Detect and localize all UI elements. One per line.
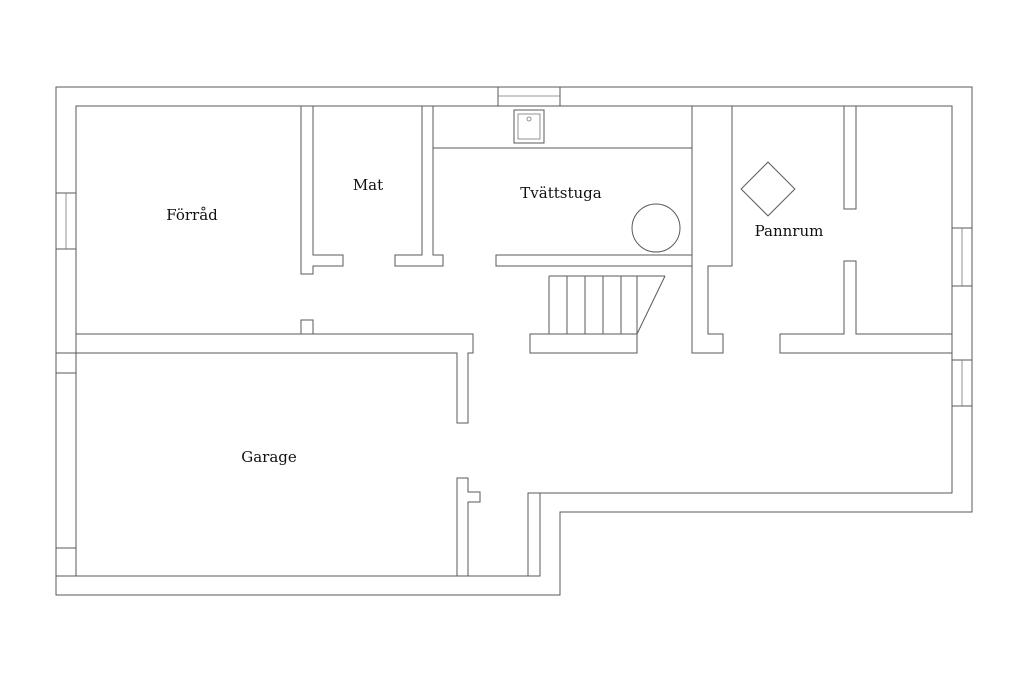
room-label-garage: Garage — [241, 448, 297, 466]
wall-pannrum-right-top — [843, 105, 857, 210]
wall-garage-right-lower — [456, 477, 481, 577]
boiler-icon — [740, 161, 796, 217]
room-label-tvattstuga: Tvättstuga — [520, 184, 601, 202]
wall-forrad-mat-lower — [300, 319, 314, 335]
wall-hall-lower — [527, 492, 541, 577]
window-left-lower — [55, 547, 77, 577]
wall-pannrum-right-bottom — [779, 260, 953, 354]
laundry-counter — [432, 105, 693, 149]
wall-tvatt-bottom — [495, 254, 693, 267]
room-label-mat: Mat — [353, 176, 383, 194]
room-label-forrad: Förråd — [166, 206, 218, 224]
washing-machine-icon — [631, 203, 681, 253]
wall-forrad-mat — [300, 105, 344, 275]
wall-forrad-garage — [75, 333, 474, 424]
sink-icon — [513, 109, 545, 144]
room-label-pannrum: Pannrum — [755, 222, 824, 240]
window-top — [497, 86, 561, 107]
wall-tvatt-right — [691, 105, 733, 354]
window-right-lower — [951, 359, 973, 407]
wall-stair-landing — [529, 333, 638, 354]
wall-mat-tvatt — [394, 105, 444, 267]
staircase — [548, 275, 666, 335]
outer-wall-outer — [55, 86, 973, 596]
window-left-middle — [55, 352, 77, 374]
window-left-upper — [55, 192, 77, 250]
window-right-upper — [951, 227, 973, 287]
